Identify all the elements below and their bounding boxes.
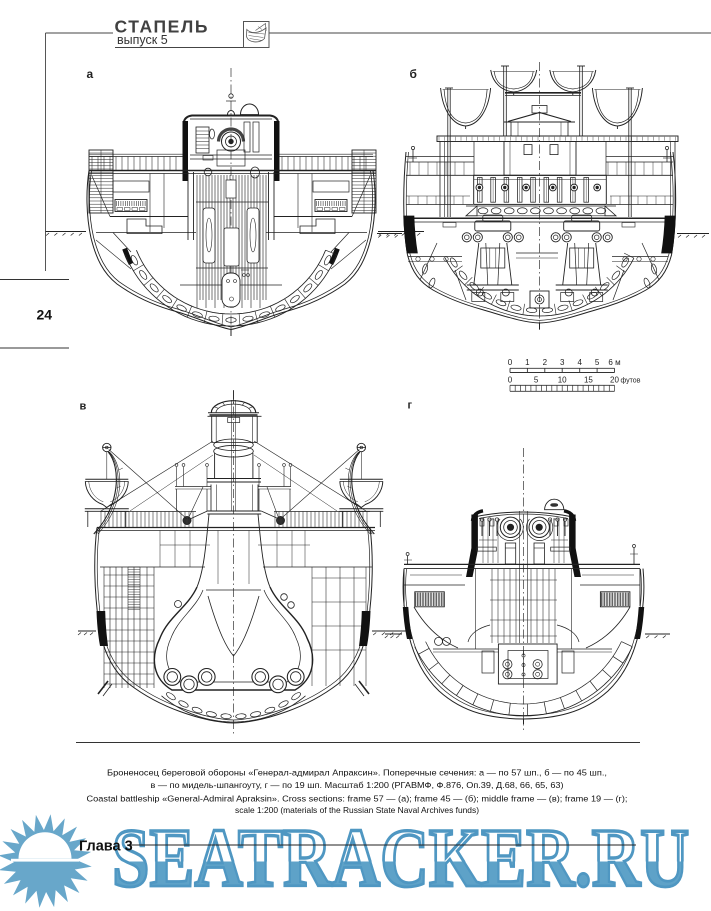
- svg-text:24: 24: [37, 307, 53, 323]
- svg-text:в — по мидель-шпангоуту, г — п: в — по мидель-шпангоуту, г — по 19 шп. М…: [151, 780, 564, 790]
- svg-text:футов: футов: [621, 377, 641, 384]
- svg-text:5: 5: [534, 375, 539, 384]
- svg-text:5: 5: [595, 358, 600, 367]
- svg-text:Coastal battleship «General-Ad: Coastal battleship «General-Admiral Apra…: [87, 793, 628, 803]
- svg-text:0: 0: [508, 375, 513, 384]
- svg-text:б: б: [410, 67, 417, 81]
- svg-text:10: 10: [558, 375, 567, 384]
- svg-text:Броненосец береговой обороны «: Броненосец береговой обороны «Генерал-ад…: [107, 767, 607, 777]
- svg-text:Глава 3: Глава 3: [79, 839, 133, 855]
- svg-text:SEATRACKER.RU: SEATRACKER.RU: [112, 812, 689, 905]
- svg-text:выпуск 5: выпуск 5: [117, 33, 168, 47]
- svg-text:г: г: [408, 400, 413, 412]
- svg-text:3: 3: [560, 358, 565, 367]
- svg-text:СТАПЕЛЬ: СТАПЕЛЬ: [115, 17, 210, 37]
- svg-text:scale 1:200 (materials of the: scale 1:200 (materials of the Russian St…: [235, 805, 479, 815]
- svg-text:1: 1: [525, 358, 530, 367]
- svg-text:15: 15: [584, 375, 593, 384]
- svg-text:2: 2: [543, 358, 548, 367]
- svg-text:а: а: [87, 67, 94, 81]
- svg-text:в: в: [80, 401, 87, 413]
- svg-text:4: 4: [577, 358, 582, 367]
- svg-text:0: 0: [508, 358, 513, 367]
- svg-text:SEATRACKER.RU: SEATRACKER.RU: [112, 812, 689, 905]
- svg-text:6 м: 6 м: [608, 358, 620, 367]
- svg-text:20: 20: [610, 375, 619, 384]
